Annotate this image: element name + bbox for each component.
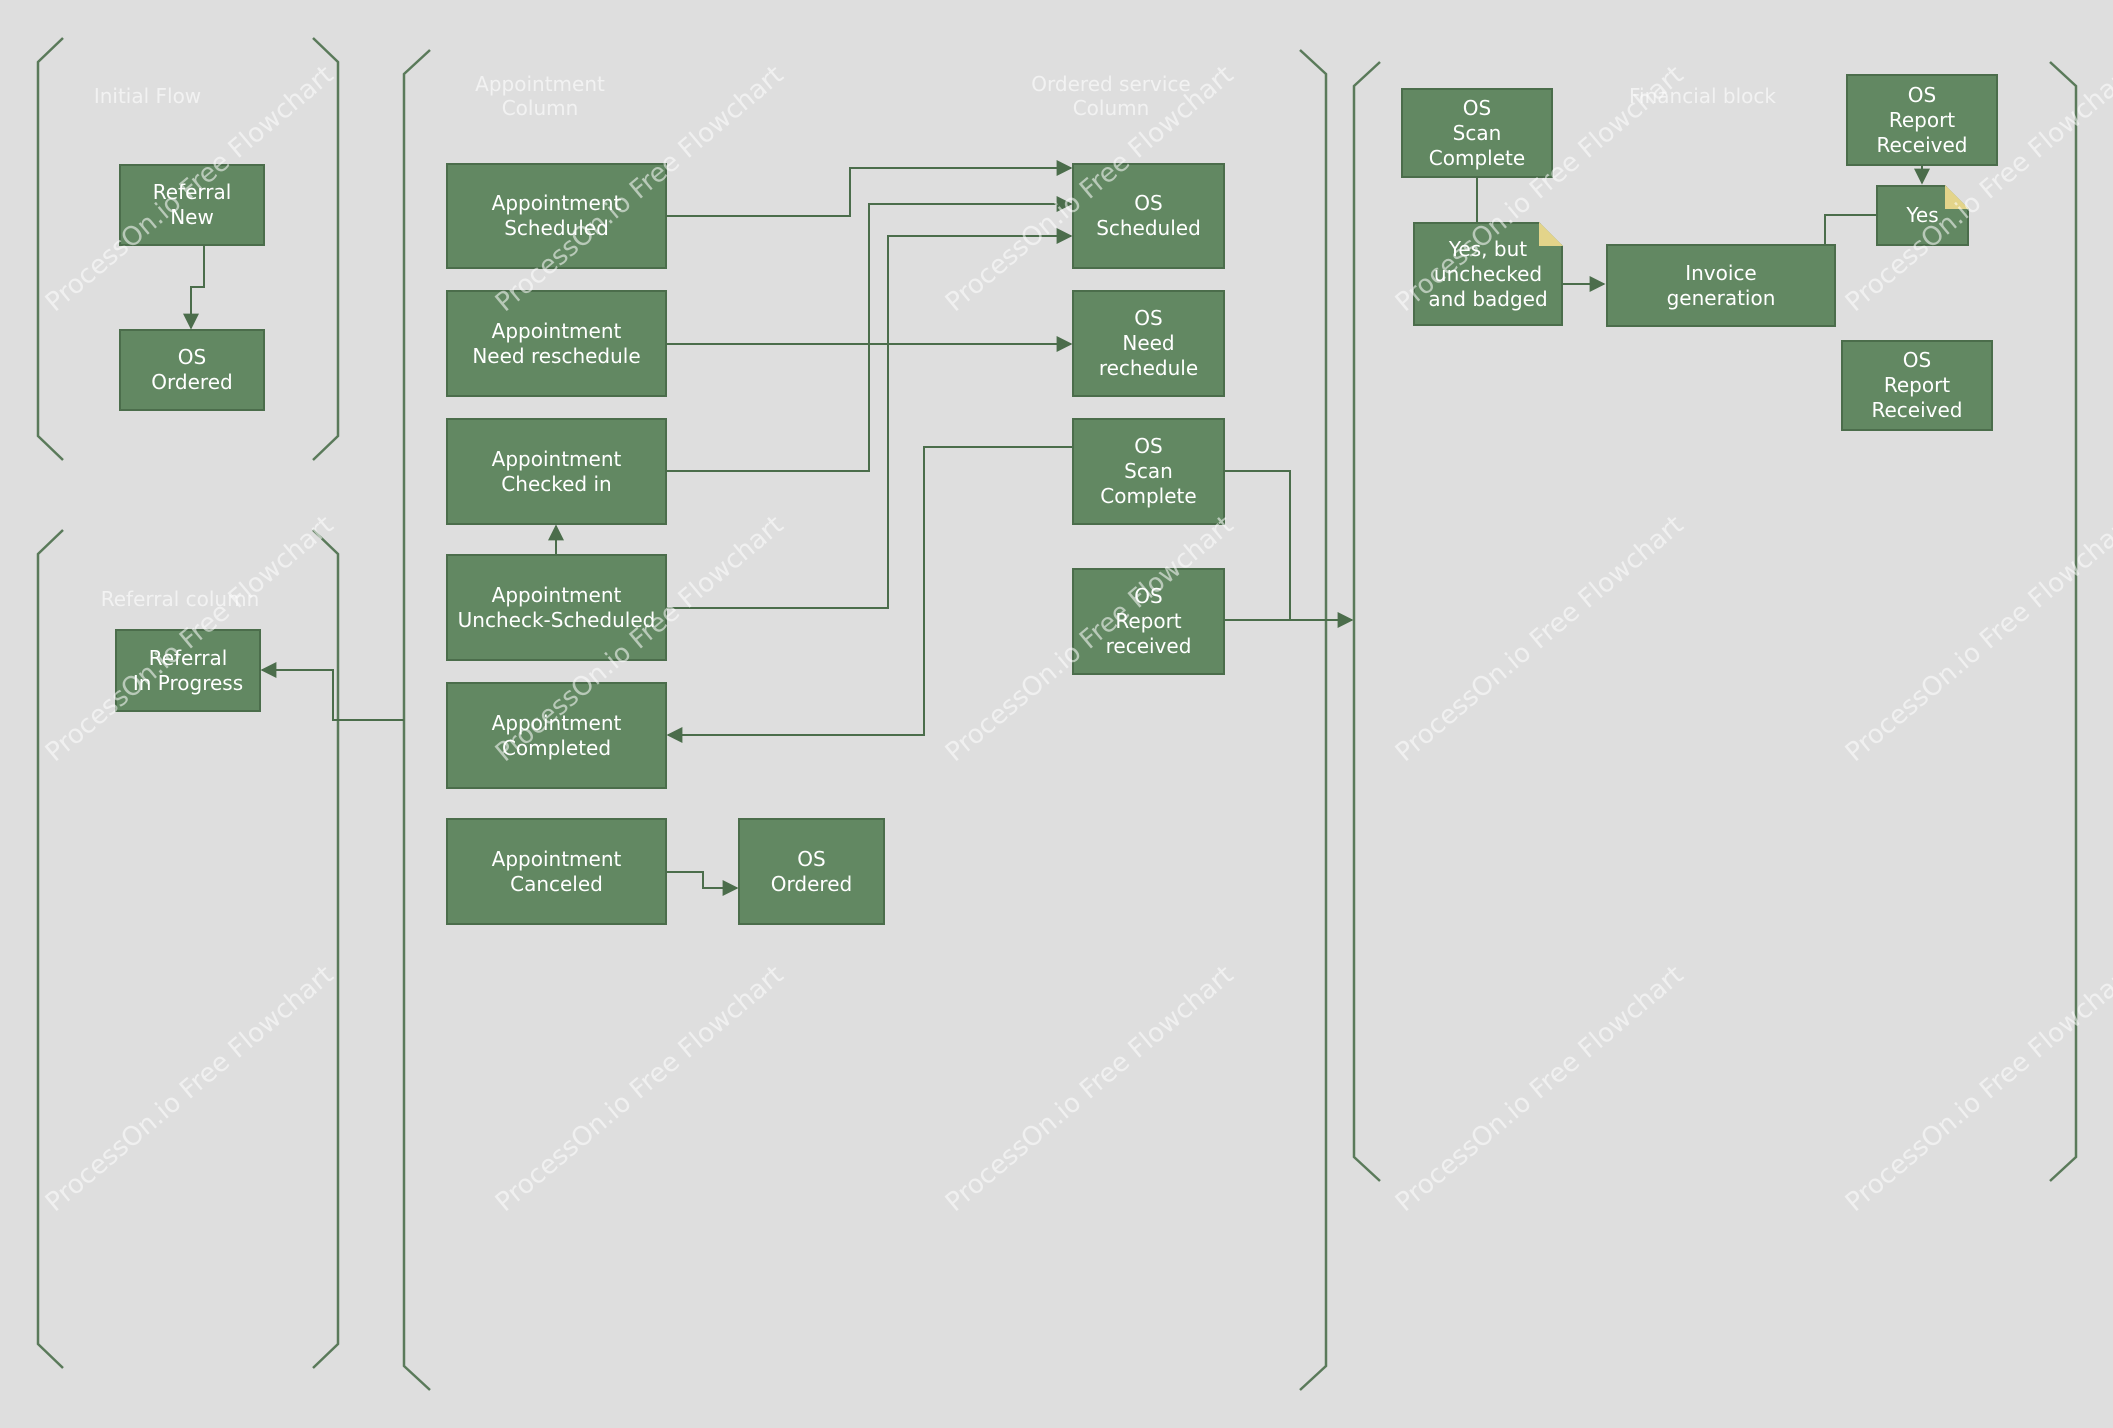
edge-appt-scheduled-to-os-scheduled [666, 160, 1073, 217]
node-fin-os-scan-complete[interactable]: OS Scan Complete [1401, 88, 1553, 178]
node-fin-os-report-received-bottom[interactable]: OS Report Received [1841, 340, 1993, 431]
appointment-column-bracket-left [402, 49, 431, 1391]
node-appointment-uncheck-scheduled[interactable]: Appointment Uncheck-Scheduled [446, 554, 667, 661]
node-appointment-completed[interactable]: Appointment Completed [446, 682, 667, 789]
group-title-ordered-service-column: Ordered service Column [1031, 72, 1191, 120]
edge-appt-checked-in-to-os-scheduled [666, 196, 1073, 472]
initial-flow-bracket-right [312, 37, 340, 461]
group-title-referral-column: Referral column [100, 587, 260, 611]
node-os-ordered-canceled[interactable]: OS Ordered [738, 818, 885, 925]
referral-column-bracket-right [312, 529, 340, 1369]
edge-os-scan-complete-to-appt-completed [666, 446, 1073, 743]
edge-referral-new-to-os-ordered [183, 246, 205, 330]
edge-appt-uncheck-scheduled-to-os-scheduled [666, 228, 1073, 609]
referral-column-bracket-left [36, 529, 64, 1369]
group-title-appointment-column: Appointment Column [475, 72, 605, 120]
node-referral-in-progress[interactable]: Referral In Progress [115, 629, 261, 712]
node-appointment-need-reschedule[interactable]: Appointment Need reschedule [446, 290, 667, 397]
node-fin-yes-but-unchecked[interactable]: Yes, but unchecked and badged [1413, 222, 1563, 326]
node-os-report-received[interactable]: OS Report received [1072, 568, 1225, 675]
node-appointment-checked-in[interactable]: Appointment Checked in [446, 418, 667, 525]
group-title-initial-flow: Initial Flow [93, 84, 202, 108]
edge-os-scan-complete-to-financial-block [1224, 470, 1291, 620]
node-referral-new[interactable]: Referral New [119, 164, 265, 246]
financial-block-bracket-right [2049, 61, 2078, 1182]
initial-flow-bracket-left [36, 37, 64, 461]
financial-block-bracket-left [1352, 61, 1381, 1182]
edge-appt-canceled-to-os-ordered [666, 871, 739, 896]
node-os-scan-complete[interactable]: OS Scan Complete [1072, 418, 1225, 525]
group-title-financial-block: Financial block [1628, 84, 1776, 108]
node-os-ordered-initial[interactable]: OS Ordered [119, 329, 265, 411]
node-fin-os-report-received-top[interactable]: OS Report Received [1846, 74, 1998, 166]
ordered-service-bracket-right [1299, 49, 1328, 1391]
node-appointment-canceled[interactable]: Appointment Canceled [446, 818, 667, 925]
node-appointment-scheduled[interactable]: Appointment Scheduled [446, 163, 667, 269]
node-fin-invoice-generation[interactable]: Invoice generation [1606, 244, 1836, 327]
node-os-need-rechedule[interactable]: OS Need rechedule [1072, 290, 1225, 397]
edge-appointment-column-to-referral-in-progress [260, 662, 404, 721]
node-os-scheduled[interactable]: OS Scheduled [1072, 163, 1225, 269]
